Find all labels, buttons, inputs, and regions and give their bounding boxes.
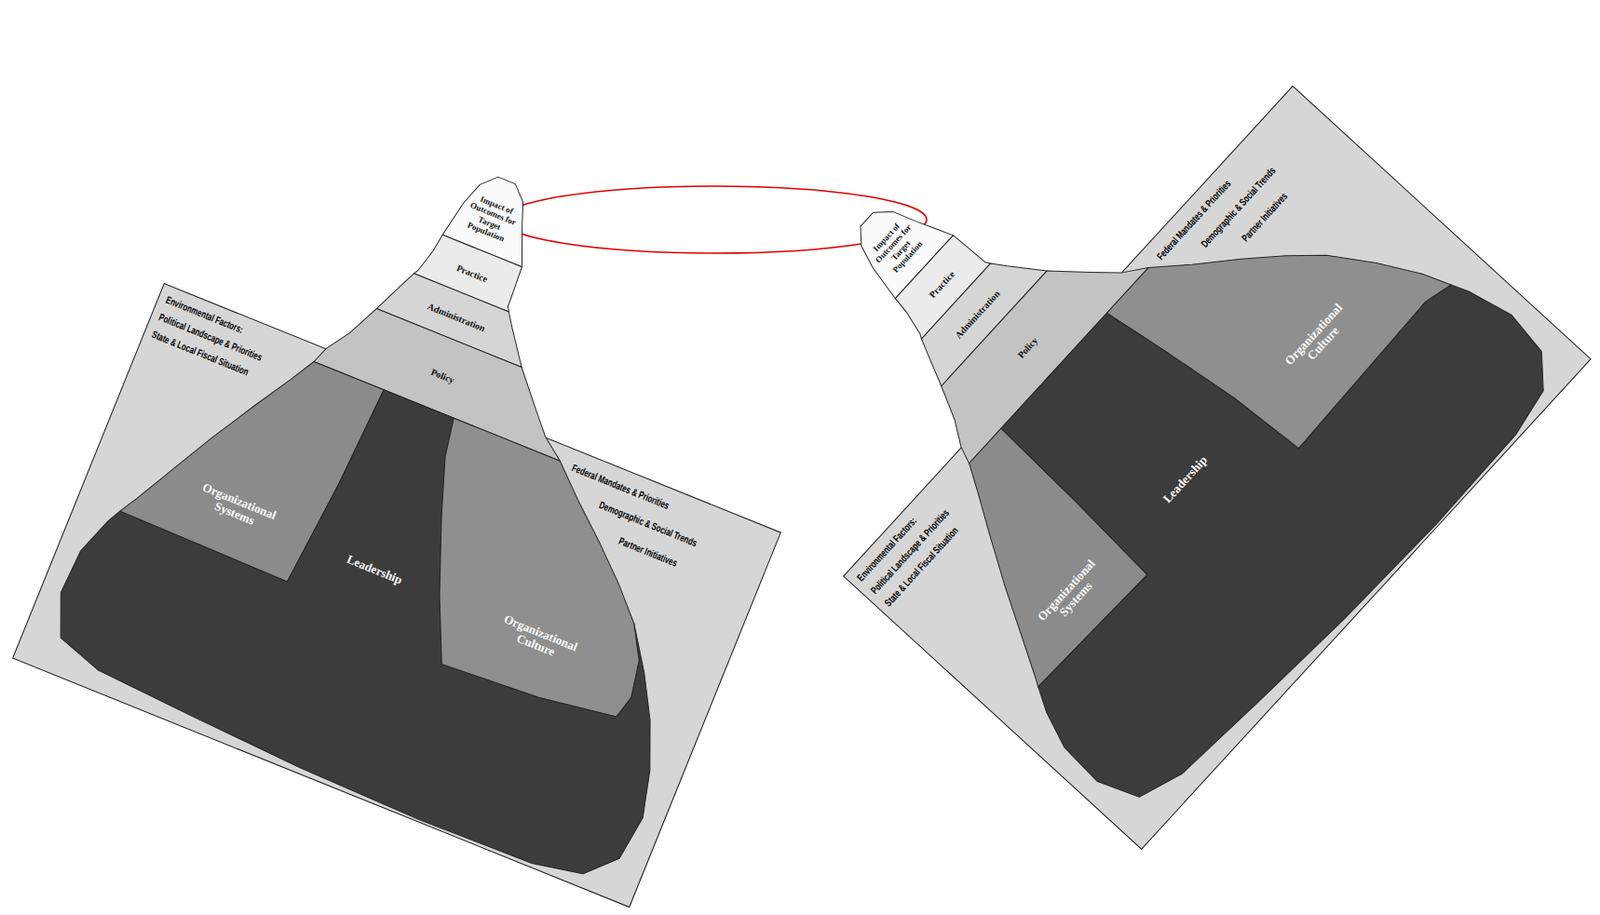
- factor-label: Federal Mandates & Priorities: [569, 461, 671, 513]
- factor-label: Demographic & Social Trends: [596, 499, 699, 550]
- factor-label: Partner Initiatives: [616, 535, 679, 570]
- band-outline: [366, 418, 705, 735]
- band-outline: [32, 306, 756, 898]
- factor-line: Federal Mandates & Priorities: [569, 459, 673, 514]
- band-outline: [868, 112, 1575, 834]
- band-outline: [1107, 126, 1452, 473]
